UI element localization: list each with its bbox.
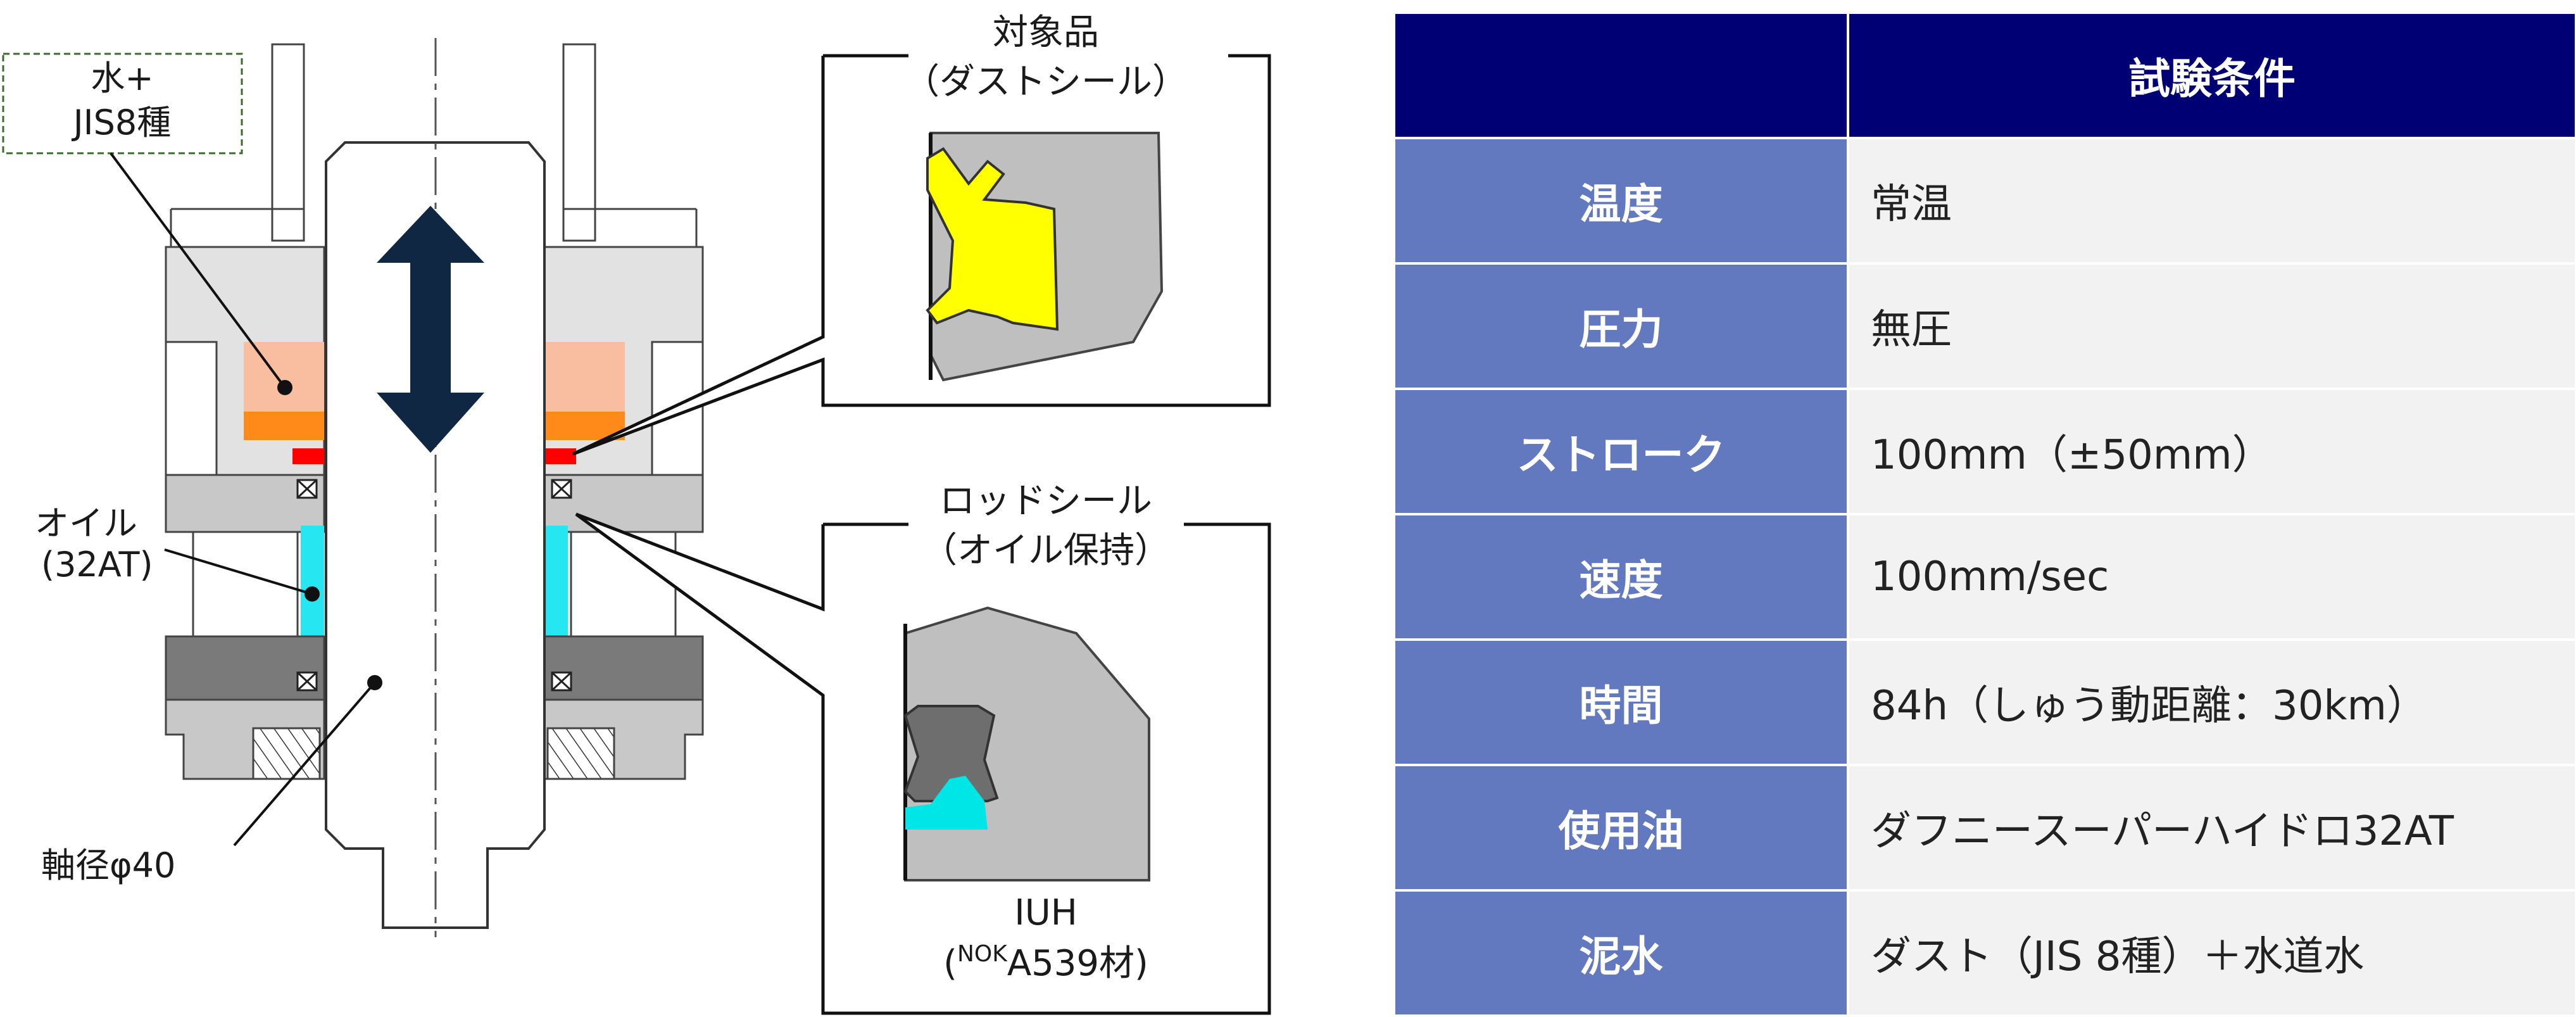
- row-key: 圧力: [1393, 262, 1849, 390]
- table-row: 温度 常温: [1393, 137, 2576, 265]
- dust-seal-left: [292, 448, 324, 464]
- oil-leader: [164, 548, 313, 595]
- row-key: 泥水: [1393, 889, 1849, 1017]
- jis-label: JIS8種: [72, 103, 172, 142]
- table-row: 使用油 ダフニースーパーハイドロ32AT: [1393, 764, 2576, 892]
- iuh-label: IUH: [1014, 892, 1078, 933]
- row-value: ダフニースーパーハイドロ32AT: [1847, 764, 2576, 892]
- table-row: 時間 84h（しゅう動距離：30km）: [1393, 638, 2576, 766]
- header-title: 試験条件: [1847, 11, 2576, 139]
- oil-leader-dot: [305, 586, 320, 602]
- row-value: 84h（しゅう動距離：30km）: [1847, 638, 2576, 766]
- row-key: ストローク: [1393, 388, 1849, 515]
- target-subtitle: （ダストシール）: [904, 61, 1188, 103]
- nok-prefix: (: [943, 943, 957, 984]
- row-key: 時間: [1393, 638, 1849, 766]
- row-value: 100mm（±50mm）: [1847, 388, 2576, 515]
- water-leader-dot: [277, 380, 292, 395]
- row-key: 速度: [1393, 513, 1849, 641]
- nok-superscript: NOK: [957, 941, 1008, 967]
- row-value: 常温: [1847, 137, 2576, 265]
- mud-water-chamber-left: [244, 342, 324, 412]
- rod-seal-detail: [903, 606, 1150, 881]
- nok-material: A539材): [1007, 943, 1148, 984]
- shaft-label: 軸径φ40: [41, 845, 175, 885]
- test-conditions-table: 試験条件 温度 常温 圧力 無圧 ストローク 100mm（±50mm） 速度 1…: [1393, 11, 2576, 1017]
- table-header-row: 試験条件: [1393, 11, 2576, 139]
- row-value: 無圧: [1847, 262, 2576, 390]
- stroke-arrow-icon: [377, 206, 484, 453]
- seal-test-diagram: 水+ JIS8種 オイル (32AT) 軸径φ40 対象品 （ダストシール） ロ…: [2, 12, 1271, 1015]
- shaft-leader-dot: [367, 675, 382, 690]
- middle-flange: [165, 474, 704, 533]
- water-label-box: [2, 53, 243, 155]
- table-row: ストローク 100mm（±50mm）: [1393, 388, 2576, 515]
- row-key: 温度: [1393, 137, 1849, 265]
- bearing-marks: [296, 479, 572, 499]
- rod-seal-subtitle: （オイル保持）: [922, 530, 1170, 571]
- table-row: 泥水 ダスト（JIS 8種）＋水道水: [1393, 889, 2576, 1017]
- table-row: 圧力 無圧: [1393, 262, 2576, 390]
- mud-water-chamber-right: [544, 342, 625, 412]
- oil-code-label: (32AT): [41, 545, 153, 584]
- header-blank-cell: [1393, 11, 1849, 139]
- row-value: ダスト（JIS 8種）＋水道水: [1847, 889, 2576, 1017]
- upper-housing: [170, 43, 698, 247]
- nok-material-label: (NOKA539材): [943, 941, 1148, 984]
- target-title: 対象品: [993, 12, 1099, 53]
- shaft-leader: [233, 681, 376, 847]
- rod-seal-title: ロッドシール: [939, 481, 1152, 522]
- dust-seal-right: [544, 448, 576, 464]
- table-row: 速度 100mm/sec: [1393, 513, 2576, 641]
- lower-bearing-marks: [296, 671, 572, 692]
- row-key: 使用油: [1393, 764, 1849, 892]
- mud-water-layer-left: [244, 412, 324, 440]
- row-value: 100mm/sec: [1847, 513, 2576, 641]
- water-label: 水+: [91, 58, 153, 98]
- water-leader: [110, 152, 286, 389]
- oil-label: オイル: [35, 503, 137, 543]
- dust-seal-detail: [926, 132, 1164, 382]
